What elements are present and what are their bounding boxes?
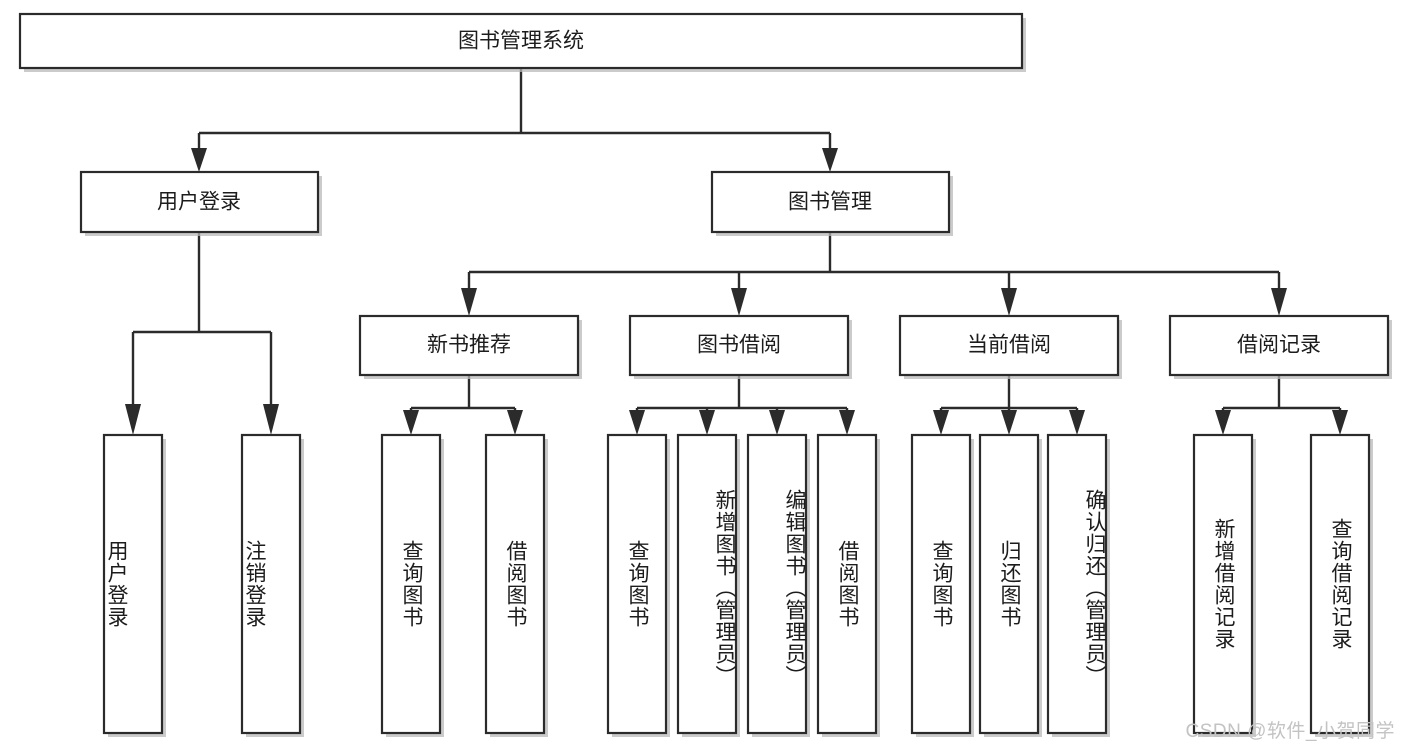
node-leaf-confirm-return[interactable] [1046,433,1108,735]
node-root[interactable] [18,12,1024,70]
leaf-query-book-1-label: 查询图书 [399,540,423,628]
arrow-leaf-add-book [699,410,715,435]
node-book-management-label: 图书管理 [788,191,872,214]
node-leaf-borrow-book-2[interactable] [816,433,878,735]
arrow-borrow-record [1271,288,1287,316]
leaf-query-book-3-label: 查询图书 [929,540,953,628]
node-leaf-return-book[interactable] [978,433,1040,735]
node-leaf-add-record[interactable] [1192,433,1254,735]
leaf-return-book-label: 归还图书 [997,540,1021,628]
leaf-add-record-label: 新增借阅记录 [1211,518,1235,650]
arrow-leaf-query-record [1332,410,1348,435]
node-new-book-recommend-label: 新书推荐 [427,334,511,357]
leaf-add-book-label: 新增图书（管理员） [713,489,736,687]
node-user-login-label: 用户登录 [157,191,241,214]
arrow-leaf-add-record [1215,410,1231,435]
node-leaf-query-book-3[interactable] [910,433,972,735]
leaf-user-login-label: 用户登录 [104,540,128,628]
arrow-leaf-borrow-book-2 [839,410,855,435]
leaf-borrow-book-2-label: 借阅图书 [835,540,859,628]
arrow-book-management [822,148,838,172]
node-book-management[interactable] [710,170,951,234]
edge-group [125,68,1348,435]
node-group: 图书管理系统 用户登录 图书管理 新书推荐 图书借阅 当前借阅 借阅记录 [18,12,1392,737]
node-current-borrow-label: 当前借阅 [967,334,1051,357]
node-user-login[interactable] [79,170,320,234]
arrow-new-book [461,288,477,316]
arrow-leaf-user-login [125,404,141,435]
node-leaf-query-book-2[interactable] [606,433,668,735]
node-leaf-add-book[interactable] [676,433,738,735]
node-book-borrow[interactable] [628,314,850,377]
node-leaf-query-record[interactable] [1309,433,1371,735]
leaf-query-book-2-label: 查询图书 [625,540,649,628]
arrow-leaf-query-book-3 [933,410,949,435]
leaf-query-record-label: 查询借阅记录 [1328,518,1352,650]
arrow-leaf-user-logout [263,404,279,435]
node-book-borrow-label: 图书借阅 [697,334,781,357]
node-new-book-recommend[interactable] [358,314,580,377]
arrow-leaf-borrow-book-1 [507,410,523,435]
arrow-current-borrow [1001,288,1017,316]
node-borrow-record-label: 借阅记录 [1237,334,1321,357]
node-leaf-query-book-1[interactable] [380,433,442,735]
node-current-borrow[interactable] [898,314,1120,377]
leaf-confirm-return-label: 确认归还（管理员） [1083,489,1106,687]
csdn-watermark: CSDN @软件_小贺同学 [1185,721,1395,742]
node-borrow-record[interactable] [1168,314,1390,377]
arrow-leaf-confirm-return [1069,410,1085,435]
node-leaf-user-login[interactable] [102,433,164,735]
arrow-leaf-query-book-1 [403,410,419,435]
node-root-label: 图书管理系统 [458,30,584,53]
arrow-book-borrow [731,288,747,316]
arrow-leaf-edit-book [769,410,785,435]
node-leaf-edit-book[interactable] [746,433,808,735]
arrow-leaf-return-book [1001,410,1017,435]
arrow-leaf-query-book-2 [629,410,645,435]
leaf-edit-book-label: 编辑图书（管理员） [783,489,806,687]
node-leaf-borrow-book-1[interactable] [484,433,546,735]
leaf-user-logout-label: 注销登录 [242,540,266,628]
arrow-user-login [191,148,207,172]
node-leaf-user-logout[interactable] [240,433,302,735]
leaf-borrow-book-1-label: 借阅图书 [503,540,527,628]
